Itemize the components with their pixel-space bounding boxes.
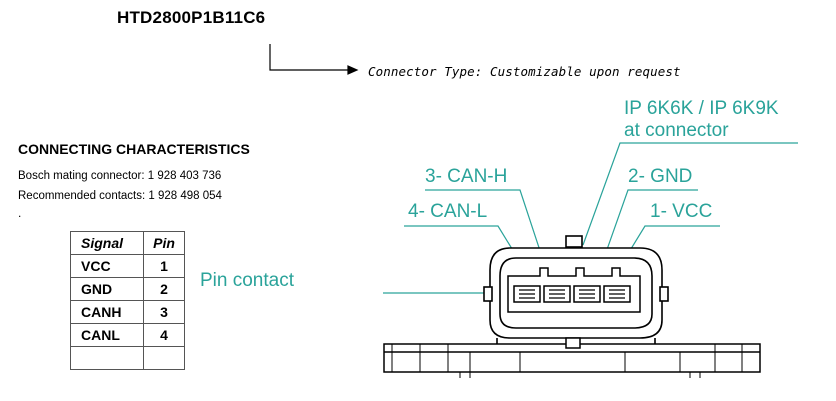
can-l-label: 4- CAN-L (408, 201, 488, 222)
header-signal: Signal (70, 231, 144, 255)
table-row: VCC 1 (70, 254, 185, 278)
pin-contacts (519, 289, 625, 299)
table-row: GND 2 (70, 277, 185, 301)
table-row-empty (70, 346, 185, 370)
table-row: CANH 3 (70, 300, 185, 324)
gnd-leader (597, 189, 698, 276)
section-title: CONNECTING CHARACTERISTICS (18, 141, 250, 157)
can-h-leader (425, 189, 549, 276)
can-h-label: 3- CAN-H (425, 166, 508, 187)
pin-cell-empty (143, 346, 185, 370)
pin-cell: 2 (143, 277, 185, 301)
mounting-base (383, 337, 761, 378)
connector-type-arrow (269, 44, 359, 75)
part-number: HTD2800P1B11C6 (117, 8, 266, 27)
gnd-label: 2- GND (628, 166, 693, 187)
stray-dot: . (18, 206, 22, 220)
pin-table: Signal Pin VCC 1 GND 2 CANH 3 CANL 4 (70, 231, 185, 370)
pin-contact-label: Pin contact (200, 270, 294, 291)
header-pin: Pin (143, 231, 185, 255)
pin-table-header: Signal Pin (70, 231, 185, 255)
ip-rating-label: IP 6K6K / IP 6K9K (624, 98, 779, 119)
signal-cell: CANH (70, 300, 144, 324)
vcc-label: 1- VCC (650, 201, 713, 222)
signal-cell: CANL (70, 323, 144, 347)
connector-type-note: Connector Type: Customizable upon reques… (368, 64, 681, 79)
ip-leader (582, 142, 798, 246)
mating-connector-info: Bosch mating connector: 1 928 403 736 (18, 170, 222, 182)
ip-rating-sublabel: at connector (624, 120, 729, 141)
signal-cell-empty (70, 346, 144, 370)
pin-cell: 3 (143, 300, 185, 324)
recommended-contacts-info: Recommended contacts: 1 928 498 054 (18, 190, 222, 202)
table-row: CANL 4 (70, 323, 185, 347)
pin-cell: 1 (143, 254, 185, 278)
